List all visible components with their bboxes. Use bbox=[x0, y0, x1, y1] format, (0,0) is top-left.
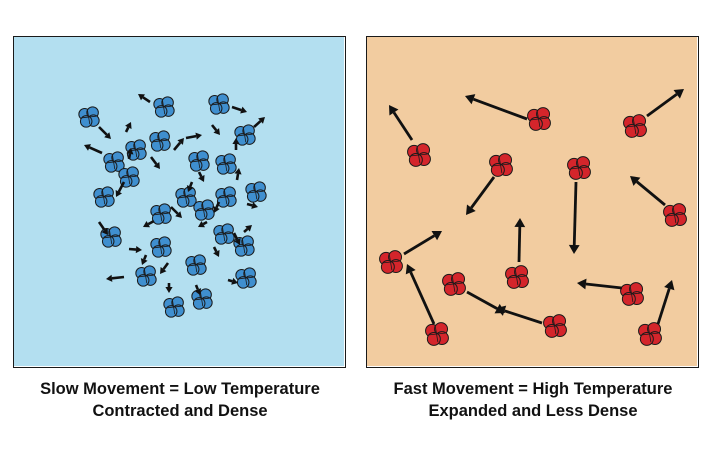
cold-caption: Slow Movement = Low Temperature Contract… bbox=[10, 378, 350, 422]
cold-molecule bbox=[245, 181, 267, 203]
hot-arrow bbox=[630, 176, 666, 207]
hot-arrow bbox=[496, 305, 543, 325]
hot-molecule bbox=[567, 156, 591, 180]
cold-arrow bbox=[138, 94, 151, 104]
cold-arrow bbox=[143, 219, 155, 228]
cold-arrow bbox=[106, 274, 125, 282]
hot-molecule bbox=[543, 314, 567, 338]
cold-arrow bbox=[243, 225, 252, 233]
hot-arrow bbox=[405, 264, 436, 325]
hot-background bbox=[367, 37, 697, 366]
cold-molecule bbox=[175, 186, 197, 208]
cold-molecule bbox=[150, 236, 172, 258]
cold-molecule bbox=[149, 130, 171, 152]
hot-molecule bbox=[527, 107, 551, 131]
cold-molecule bbox=[185, 254, 207, 276]
hot-arrow bbox=[646, 89, 684, 118]
cold-arrow bbox=[115, 181, 126, 197]
hot-arrow bbox=[389, 105, 414, 141]
cold-arrow bbox=[253, 117, 265, 128]
cold-molecule bbox=[208, 93, 230, 115]
hot-panel bbox=[366, 36, 699, 368]
cold-arrow bbox=[165, 283, 173, 293]
hot-caption: Fast Movement = High Temperature Expande… bbox=[363, 378, 703, 422]
cold-arrow bbox=[227, 277, 238, 285]
cold-arrow bbox=[124, 122, 132, 133]
cold-molecules-illustration bbox=[14, 37, 344, 366]
cold-arrow bbox=[234, 168, 242, 181]
hot-arrow bbox=[465, 94, 528, 121]
cold-molecule bbox=[188, 150, 210, 172]
cold-arrow bbox=[231, 105, 247, 114]
cold-arrow bbox=[84, 144, 103, 155]
cold-arrow bbox=[246, 201, 258, 209]
cold-arrow bbox=[97, 221, 108, 235]
cold-molecule bbox=[93, 186, 115, 208]
cold-arrow bbox=[149, 156, 160, 169]
hot-arrow bbox=[466, 176, 496, 215]
hot-molecule bbox=[620, 282, 644, 306]
hot-molecule bbox=[505, 265, 529, 289]
cold-molecule bbox=[100, 226, 122, 248]
cold-caption-line2: Contracted and Dense bbox=[92, 402, 268, 420]
cold-arrow bbox=[213, 201, 221, 213]
cold-molecule bbox=[193, 199, 215, 221]
cold-arrow bbox=[173, 138, 184, 151]
hot-arrow bbox=[403, 231, 442, 256]
cold-arrow bbox=[160, 262, 170, 274]
hot-arrow bbox=[514, 218, 526, 263]
hot-molecule bbox=[623, 114, 647, 138]
hot-molecule bbox=[425, 322, 449, 346]
cold-molecule bbox=[213, 223, 235, 245]
cold-arrow bbox=[197, 171, 205, 182]
cold-molecule bbox=[153, 96, 175, 118]
cold-arrow bbox=[126, 148, 134, 160]
cold-molecule bbox=[191, 288, 213, 310]
cold-arrow bbox=[232, 138, 240, 150]
cold-molecule bbox=[234, 124, 256, 146]
cold-molecule bbox=[150, 203, 172, 225]
hot-molecule bbox=[407, 143, 431, 167]
cold-molecule bbox=[78, 106, 100, 128]
cold-molecule bbox=[215, 186, 237, 208]
hot-molecules-illustration bbox=[367, 37, 697, 366]
cold-molecule bbox=[215, 153, 237, 175]
cold-arrow bbox=[210, 124, 220, 135]
cold-arrow bbox=[170, 206, 182, 218]
cold-molecule bbox=[163, 296, 185, 318]
cold-arrow bbox=[194, 284, 202, 295]
cold-arrow bbox=[186, 181, 194, 192]
cold-caption-line1: Slow Movement = Low Temperature bbox=[40, 380, 320, 398]
hot-arrow bbox=[568, 181, 580, 254]
cold-arrow bbox=[185, 132, 202, 140]
hot-arrow bbox=[577, 278, 623, 290]
hot-molecule bbox=[638, 322, 662, 346]
cold-arrow bbox=[232, 232, 241, 245]
hot-molecule bbox=[489, 153, 513, 177]
hot-caption-line1: Fast Movement = High Temperature bbox=[393, 380, 673, 398]
hot-molecule bbox=[379, 250, 403, 274]
cold-arrow bbox=[198, 220, 208, 228]
cold-molecule bbox=[135, 265, 157, 287]
cold-arrow bbox=[140, 254, 148, 265]
hot-molecule bbox=[442, 272, 466, 296]
cold-molecule bbox=[118, 166, 140, 188]
cold-panel bbox=[13, 36, 346, 368]
cold-molecule bbox=[103, 151, 125, 173]
hot-molecule bbox=[663, 203, 687, 227]
cold-arrow bbox=[128, 245, 142, 254]
cold-arrow bbox=[98, 126, 111, 139]
cold-arrow bbox=[212, 246, 220, 257]
hot-arrow bbox=[656, 280, 675, 325]
hot-caption-line2: Expanded and Less Dense bbox=[428, 402, 638, 420]
cold-molecule bbox=[235, 267, 257, 289]
